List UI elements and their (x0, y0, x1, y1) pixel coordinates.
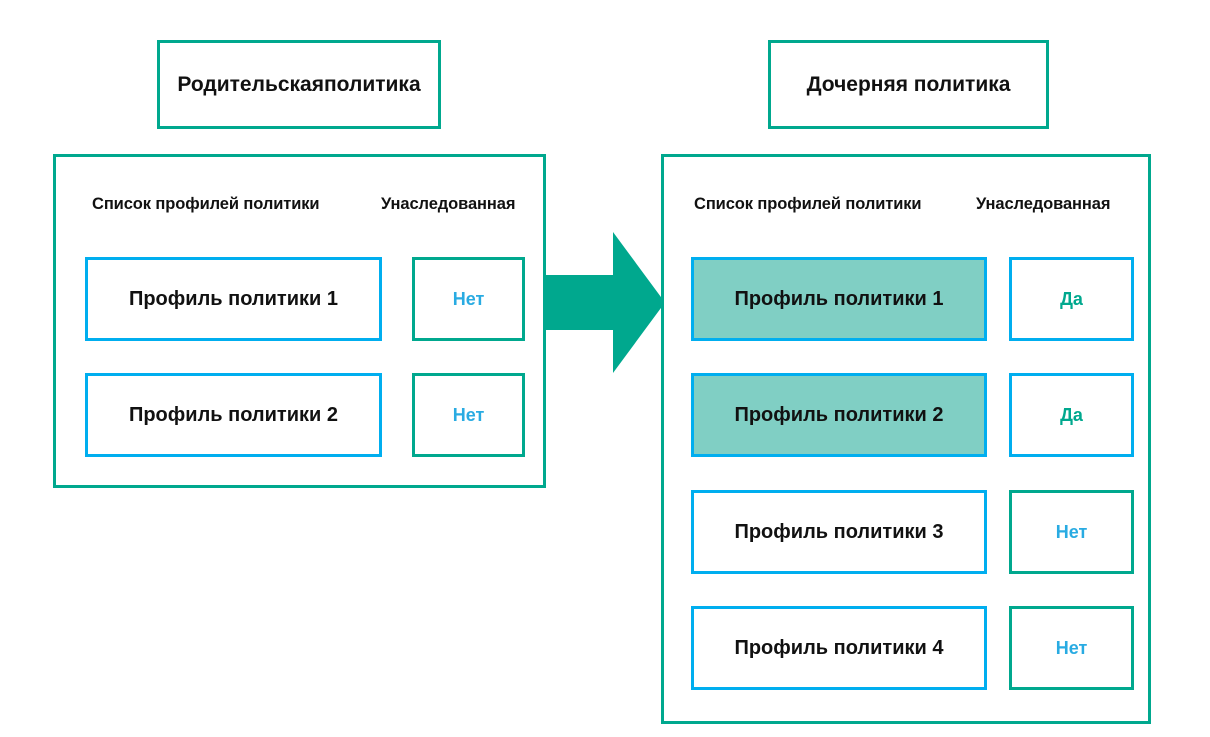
right-arrow-icon (543, 232, 665, 373)
child-profile-box-4[interactable]: Профиль политики 4 (691, 606, 987, 690)
table-row: Профиль политики 1 Да (691, 257, 1134, 341)
table-row: Профиль политики 1 Нет (85, 257, 525, 341)
right-arrow-glyph (543, 232, 665, 373)
parent-profile-box-1[interactable]: Профиль политики 1 (85, 257, 382, 341)
table-row: Профиль политики 3 Нет (691, 490, 1134, 574)
child-policy-title-box: Дочерняя политика (768, 40, 1049, 129)
parent-policy-title-line-1: Родительская (177, 72, 324, 96)
parent-column-header-inherited: Унаследованная (381, 195, 516, 213)
table-row: Профиль политики 2 Да (691, 373, 1134, 457)
parent-column-headers: Список профилей политики Унаследованная (92, 195, 515, 214)
parent-policy-title-line-2: политика (324, 72, 421, 96)
child-inherited-box-4[interactable]: Нет (1009, 606, 1134, 690)
child-inherited-box-3[interactable]: Нет (1009, 490, 1134, 574)
child-inherited-box-1[interactable]: Да (1009, 257, 1134, 341)
child-policy-title: Дочерняя политика (806, 72, 1011, 96)
parent-inherited-box-1[interactable]: Нет (412, 257, 525, 341)
child-policy-panel: Список профилей политики Унаследованная … (661, 154, 1151, 724)
child-inherited-box-2[interactable]: Да (1009, 373, 1134, 457)
table-row: Профиль политики 4 Нет (691, 606, 1134, 690)
child-column-header-profile-list: Список профилей политики (694, 195, 922, 213)
parent-profile-box-2[interactable]: Профиль политики 2 (85, 373, 382, 457)
child-column-headers: Список профилей политики Унаследованная (694, 195, 1110, 214)
child-profile-box-1[interactable]: Профиль политики 1 (691, 257, 987, 341)
parent-column-header-profile-list: Список профилей политики (92, 195, 320, 213)
child-column-header-inherited: Унаследованная (976, 195, 1111, 213)
child-profile-box-3[interactable]: Профиль политики 3 (691, 490, 987, 574)
child-profile-box-2[interactable]: Профиль политики 2 (691, 373, 987, 457)
table-row: Профиль политики 2 Нет (85, 373, 525, 457)
parent-policy-panel: Список профилей политики Унаследованная … (53, 154, 546, 488)
parent-inherited-box-2[interactable]: Нет (412, 373, 525, 457)
parent-policy-title-box: Родительская политика (157, 40, 441, 129)
